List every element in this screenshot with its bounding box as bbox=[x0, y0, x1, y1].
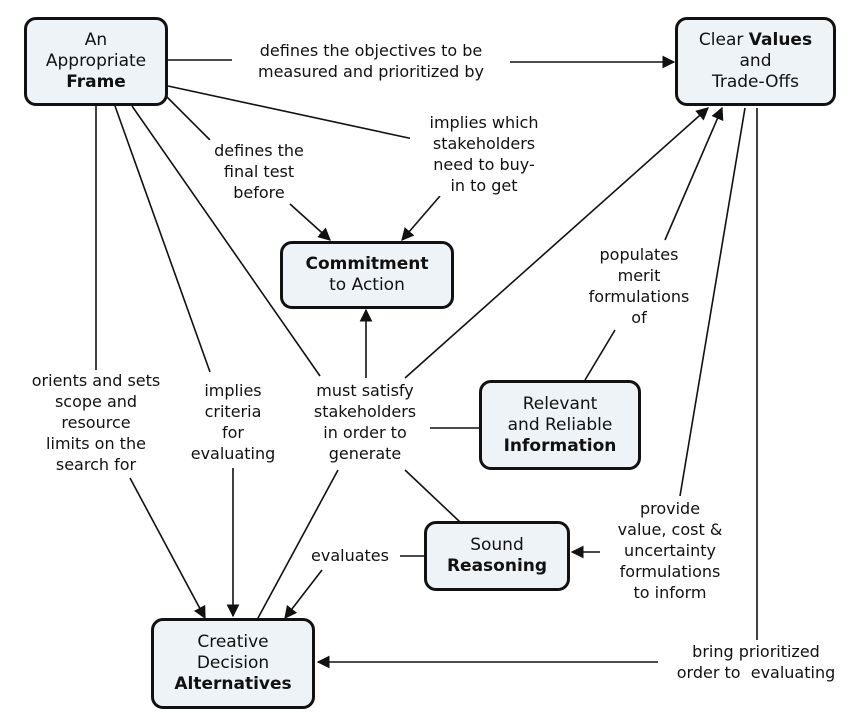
edge-mustsatisfy-values bbox=[404, 107, 709, 379]
node-frame-text: Appropriate bbox=[45, 51, 147, 71]
node-alternatives: Creative Decision Alternatives bbox=[151, 618, 315, 709]
node-alternatives-text: Decision bbox=[196, 653, 270, 673]
edge-frame-finaltest bbox=[164, 94, 211, 141]
node-values-text: Trade-Offs bbox=[711, 72, 800, 92]
link-label-populates: populates merit formulations of bbox=[578, 244, 700, 328]
link-label-line: need to buy- bbox=[433, 155, 535, 174]
link-label-line: uncertainty bbox=[624, 541, 716, 560]
edge-frame-stakeholders bbox=[167, 85, 419, 141]
link-label-line: defines the bbox=[214, 141, 304, 160]
node-commitment: Commitment to Action bbox=[280, 241, 454, 309]
link-label-line: provide bbox=[639, 499, 701, 518]
edge-stakeholders-commit bbox=[401, 195, 441, 241]
link-label-criteria: implies criteria for evaluating bbox=[180, 380, 286, 464]
node-reasoning: Sound Reasoning bbox=[424, 521, 570, 591]
node-information-text: and Reliable bbox=[507, 414, 613, 435]
node-frame-text: An bbox=[84, 30, 108, 50]
link-label-line: search for bbox=[55, 455, 137, 474]
link-label-line: of bbox=[631, 308, 647, 327]
edge-populates-values bbox=[664, 106, 724, 241]
link-label-line: in to get bbox=[450, 176, 518, 195]
node-values-text: and bbox=[739, 51, 772, 71]
link-label-line: defines the objectives to be bbox=[259, 41, 483, 60]
link-label-line: must satisfy bbox=[316, 381, 414, 400]
node-alternatives-text: Creative bbox=[197, 632, 269, 652]
link-label-line: orients and sets bbox=[31, 371, 161, 390]
link-label-line: evaluating bbox=[190, 444, 276, 463]
link-label-line: before bbox=[233, 183, 285, 202]
link-label-line: bring prioritized bbox=[692, 642, 820, 661]
link-label-must-satisfy: must satisfy stakeholders in order to ge… bbox=[300, 380, 430, 464]
link-label-line: value, cost & bbox=[617, 520, 723, 539]
node-information: Relevant and Reliable Information bbox=[479, 380, 641, 470]
link-label-line: merit bbox=[617, 266, 661, 285]
link-label-line: to inform bbox=[633, 583, 707, 602]
link-label-line: for bbox=[222, 423, 244, 442]
link-label-line: in order to bbox=[323, 423, 407, 442]
link-label-line: implies which bbox=[429, 113, 539, 132]
edge-evaluates-alt bbox=[284, 569, 323, 620]
link-label-line: scope and bbox=[54, 392, 138, 411]
node-reasoning-bold: Reasoning bbox=[446, 556, 548, 576]
node-frame: An Appropriate Frame bbox=[24, 17, 168, 106]
edge-info-populates bbox=[584, 329, 616, 381]
link-label-final-test: defines the final test before bbox=[200, 140, 318, 203]
link-label-line: generate bbox=[328, 444, 402, 463]
link-label-line: criteria bbox=[204, 402, 262, 421]
link-label-line: formulations bbox=[619, 562, 721, 581]
link-label-line: final test bbox=[223, 162, 295, 181]
link-label-line: order to evaluating bbox=[676, 663, 836, 682]
edge-finaltest-commit bbox=[289, 203, 331, 241]
edge-mustsatisfy-alt bbox=[257, 469, 339, 619]
node-commitment-bold: Commitment bbox=[305, 254, 429, 274]
node-commitment-text: to Action bbox=[329, 275, 405, 295]
link-label-frame-values: defines the objectives to be measured an… bbox=[232, 40, 510, 82]
node-information-text: Relevant bbox=[522, 393, 598, 414]
node-information-bold: Information bbox=[503, 435, 617, 456]
link-label-line: stakeholders bbox=[432, 134, 536, 153]
edge-values-provide bbox=[679, 107, 746, 497]
link-label-line: limits on the bbox=[46, 434, 146, 453]
node-alternatives-bold: Alternatives bbox=[174, 674, 292, 694]
edge-reasoning-mustsatisfy bbox=[404, 469, 461, 523]
link-label-line: formulations bbox=[588, 287, 690, 306]
link-label-line: stakeholders bbox=[313, 402, 417, 421]
node-values-bold: Values bbox=[748, 30, 813, 50]
edge-frame-criteria bbox=[114, 105, 211, 373]
link-label-evaluates: evaluates bbox=[300, 545, 400, 566]
node-values-pre: Clear bbox=[698, 30, 749, 50]
edge-orients-alt bbox=[129, 477, 206, 620]
link-label-line: resource bbox=[61, 413, 131, 432]
node-reasoning-text: Sound bbox=[470, 535, 524, 555]
node-frame-bold: Frame bbox=[66, 72, 126, 92]
link-label-stakeholders-buyin: implies which stakeholders need to buy- … bbox=[410, 112, 558, 196]
link-label-provide: provide value, cost & uncertainty formul… bbox=[600, 498, 740, 603]
node-values-line1: Clear Values bbox=[699, 30, 812, 51]
link-label-bring-prioritized: bring prioritized order to evaluating bbox=[658, 641, 854, 683]
edge-frame-mustsatisfy bbox=[131, 105, 321, 377]
link-label-line: implies bbox=[204, 381, 262, 400]
link-label-line: measured and prioritized by bbox=[257, 62, 485, 81]
node-values: Clear Values and Trade-Offs bbox=[675, 17, 836, 106]
link-label-orients: orients and sets scope and resource limi… bbox=[14, 370, 178, 475]
link-label-line: populates bbox=[599, 245, 679, 264]
link-label-line: evaluates bbox=[311, 546, 389, 565]
